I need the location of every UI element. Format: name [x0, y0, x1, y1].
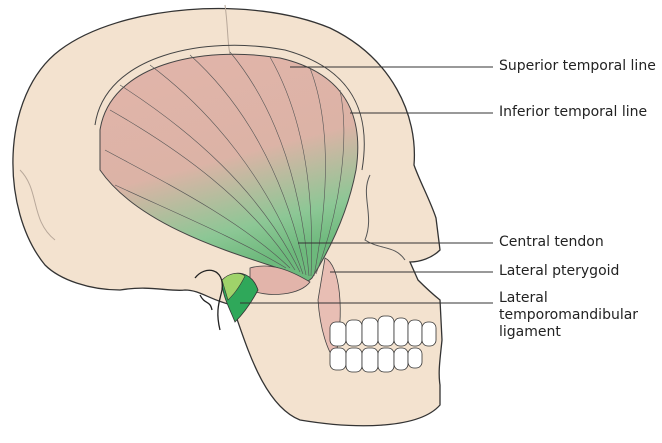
label-line: Lateral: [499, 290, 548, 306]
teeth: [329, 315, 437, 373]
temporalis-muscle: [99, 51, 359, 284]
label-lateral-temporomandibular-ligament: Lateral temporomandibular ligament: [499, 290, 638, 341]
label-lateral-pterygoid: Lateral pterygoid: [499, 263, 620, 279]
label-inferior-temporal-line: Inferior temporal line: [499, 104, 648, 120]
label-central-tendon: Central tendon: [499, 234, 604, 250]
leader-lines: [240, 66, 493, 304]
temporomandibular-ligament: [221, 272, 259, 323]
superior-temporal-line: [94, 44, 365, 171]
ear: [194, 269, 223, 331]
lateral-pterygoid-muscle: [249, 265, 311, 295]
label-line: ligament: [499, 324, 561, 340]
label-line: temporomandibular: [499, 307, 639, 323]
label-superior-temporal-line: Superior temporal line: [499, 58, 656, 74]
